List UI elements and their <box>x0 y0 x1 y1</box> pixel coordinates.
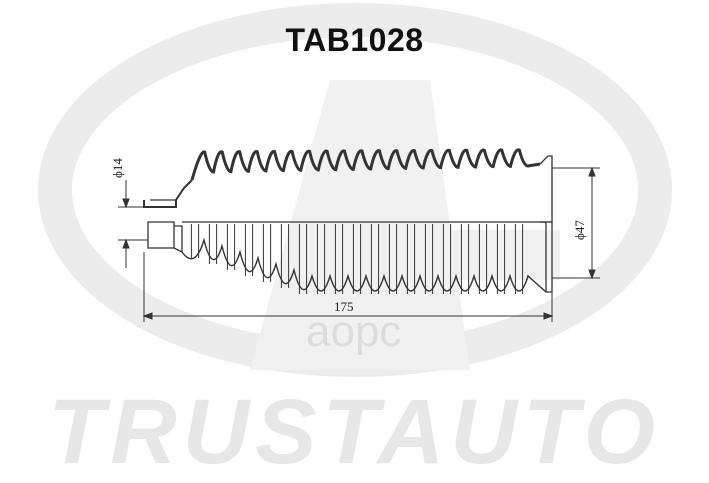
small-collar-section <box>143 179 193 208</box>
dim-length-arrow-right <box>543 312 554 320</box>
site-watermark: аорс <box>306 307 402 356</box>
dim-length-label: 175 <box>334 299 354 314</box>
large-collar-outline <box>539 155 553 293</box>
dim-phi14-arrow-bottom <box>122 238 130 249</box>
logo-crossbar <box>300 230 560 280</box>
dim-length-arrow-left <box>142 312 153 320</box>
bellows-bottom-outline <box>181 237 547 293</box>
dim-phi14-arrow-top <box>122 198 130 209</box>
bellows-top-profile <box>190 148 541 181</box>
dim-phi47-arrow-bottom <box>588 269 596 280</box>
dim-phi14-label: ϕ14 <box>110 158 125 178</box>
bellows-outside-view <box>181 221 547 294</box>
collar-step <box>173 225 183 254</box>
boot-drawing: ϕ14 ϕ47 175 <box>110 148 600 322</box>
diagram-canvas: аорс TRUSTAUTO TAB1028 <box>38 3 672 478</box>
brand-watermark-text: TRUSTAUTO <box>48 381 661 483</box>
dim-phi47-arrow-top <box>588 166 596 177</box>
part-number-title: TAB1028 <box>285 22 424 58</box>
small-collar-outline <box>147 221 175 249</box>
dim-phi47-label: ϕ47 <box>572 220 587 240</box>
bellows-section-top <box>190 148 541 181</box>
